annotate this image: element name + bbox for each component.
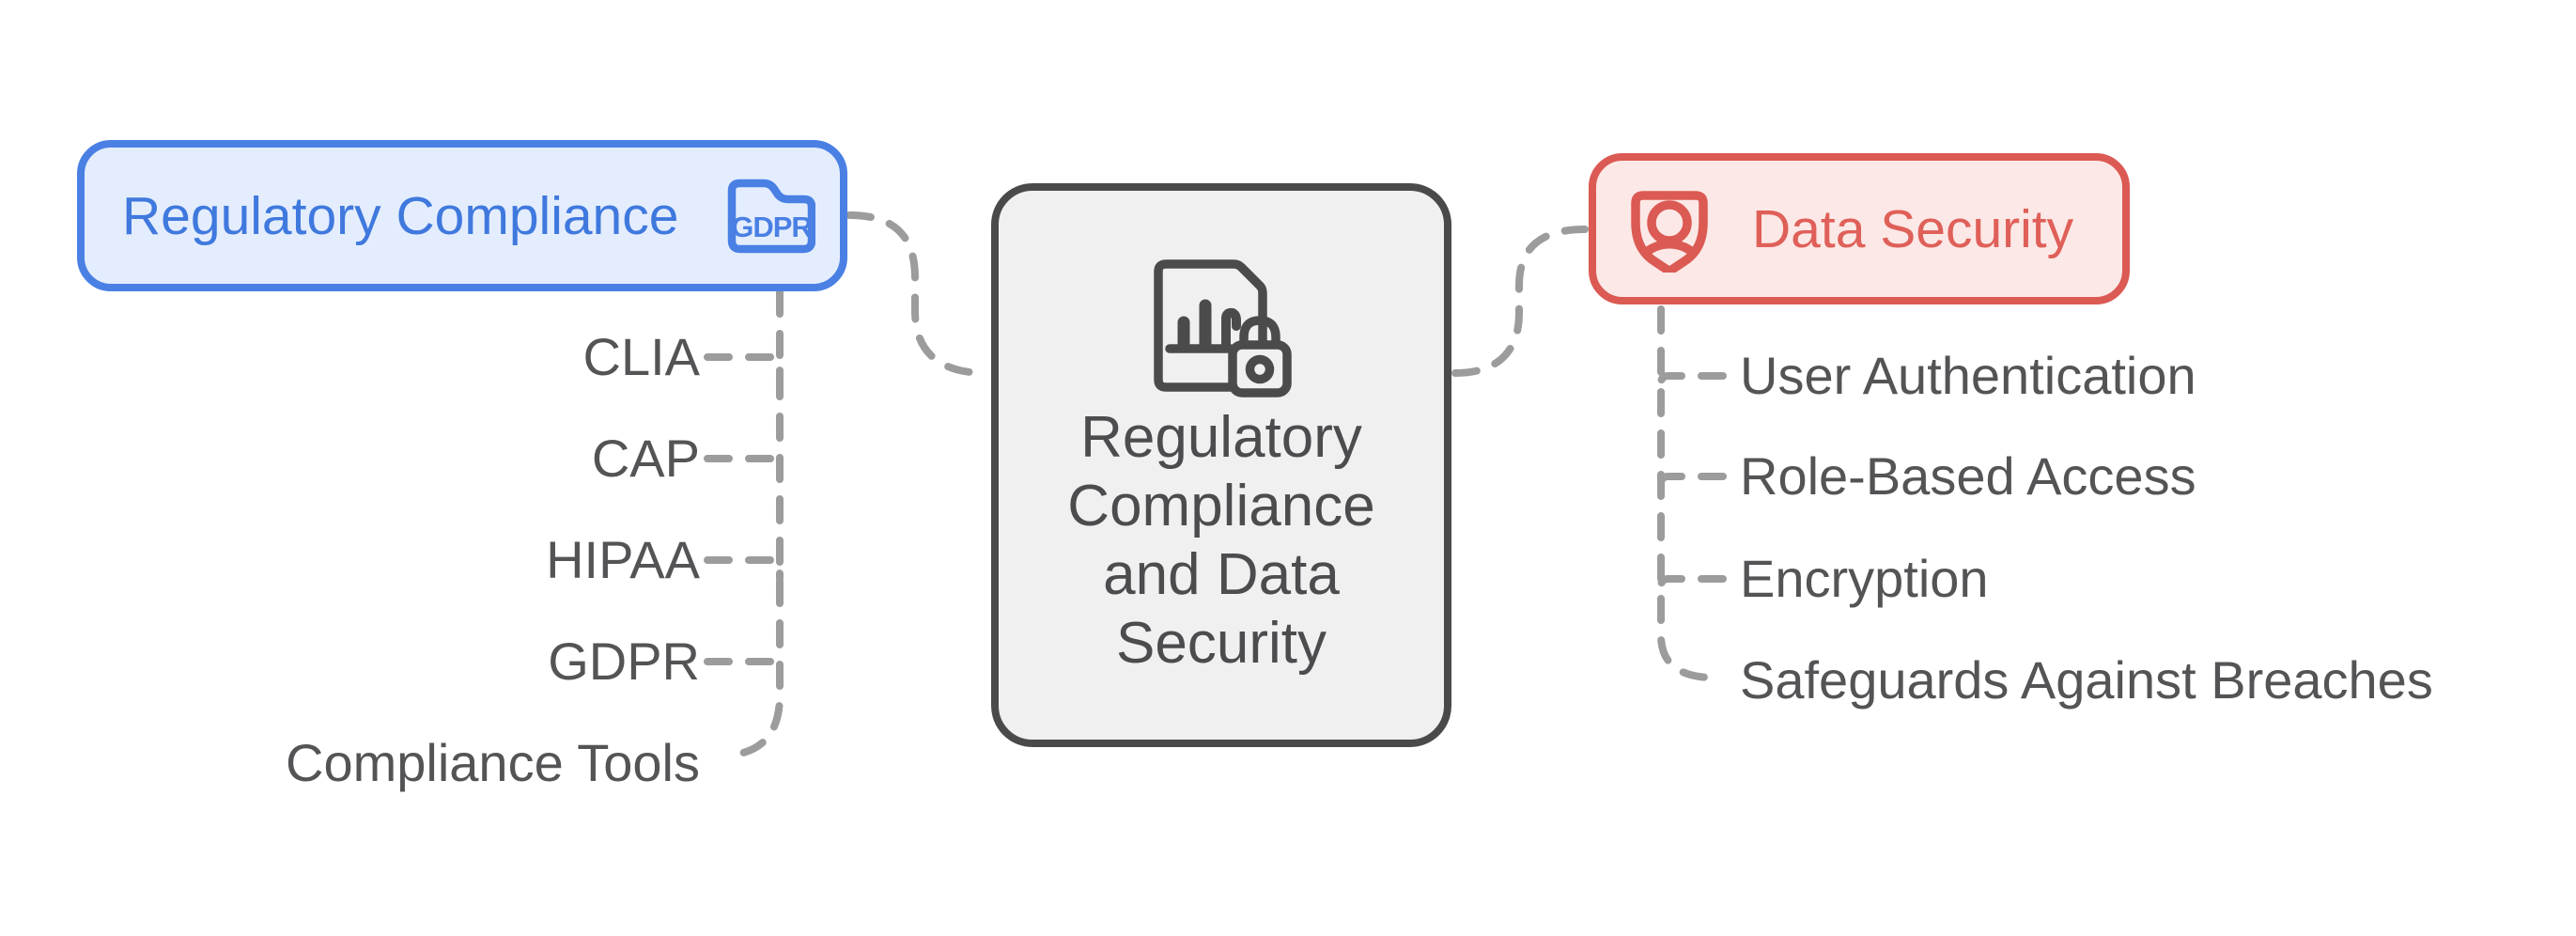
node-data-security[interactable]: Data Security: [1589, 153, 2130, 304]
leaf-item-user-authentication[interactable]: User Authentication: [1740, 346, 2196, 405]
leaf-item-encryption[interactable]: Encryption: [1740, 549, 1989, 608]
document-chart-lock-icon: [1154, 259, 1292, 398]
right-stub-role-based-access: [1657, 473, 1727, 499]
central-topic-label: Regulatory Compliance and Data Security: [1067, 405, 1375, 676]
left-stub-cap: [704, 455, 784, 481]
leaf-item-hipaa[interactable]: HIPAA: [546, 530, 700, 589]
node-central-topic[interactable]: Regulatory Compliance and Data Security: [991, 183, 1451, 747]
regulatory-compliance-label: Regulatory Compliance: [122, 185, 679, 246]
left-branch-trunk: [722, 289, 784, 759]
right-stub-user-authentication: [1657, 372, 1727, 398]
left-stub-clia: [704, 353, 784, 380]
data-security-label: Data Security: [1752, 198, 2074, 259]
connector-center-to-right-branch: [1451, 226, 1589, 377]
left-stub-hipaa: [704, 556, 784, 583]
right-branch-trunk: [1657, 305, 1714, 681]
gdpr-folder-icon: GDPR: [727, 179, 815, 253]
leaf-item-role-based-access[interactable]: Role-Based Access: [1740, 446, 2196, 506]
gdpr-icon-text: GDPR: [731, 211, 812, 243]
shield-user-icon: [1631, 190, 1708, 273]
leaf-item-gdpr[interactable]: GDPR: [548, 632, 700, 691]
right-stub-encryption: [1657, 575, 1727, 601]
leaf-item-cap[interactable]: CAP: [591, 429, 700, 488]
leaf-item-compliance-tools[interactable]: Compliance Tools: [286, 733, 700, 792]
connector-left-branch-to-center: [846, 211, 990, 377]
left-stub-gdpr: [704, 658, 784, 684]
leaf-item-clia[interactable]: CLIA: [582, 327, 701, 386]
leaf-item-safeguards-against-breaches[interactable]: Safeguards Against Breaches: [1740, 650, 2433, 710]
node-regulatory-compliance[interactable]: Regulatory Compliance GDPR: [77, 140, 847, 291]
